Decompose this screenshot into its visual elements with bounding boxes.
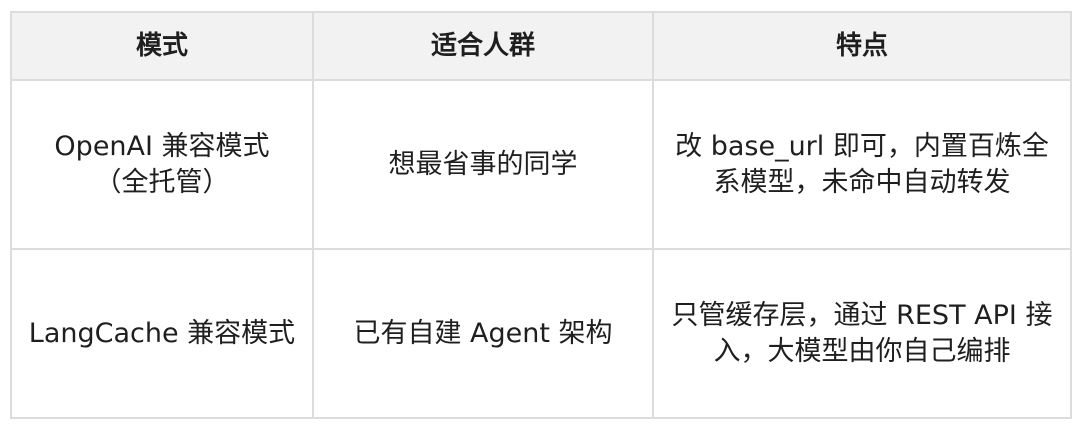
table-header-row: 模式 适合人群 特点: [10, 11, 1072, 81]
cell-mode-line: OpenAI 兼容模式: [54, 130, 270, 162]
cell-mode: OpenAI 兼容模式 （全托管）: [10, 79, 314, 250]
comparison-table: 模式 适合人群 特点 OpenAI 兼容模式 （全托管） 想最省事的同学 改 b…: [10, 11, 1072, 419]
cell-audience: 想最省事的同学: [312, 79, 654, 250]
header-audience: 适合人群: [312, 11, 654, 81]
header-mode: 模式: [10, 11, 314, 81]
cell-features-line: 系模型，未命中自动转发: [713, 166, 1011, 198]
cell-mode-line: （全托管）: [94, 166, 230, 198]
cell-features-line: 改 base_url 即可，内置百炼全: [675, 130, 1049, 162]
cell-audience-text: 已有自建 Agent 架构: [353, 317, 613, 349]
table-row: LangCache 兼容模式 已有自建 Agent 架构 只管缓存层，通过 RE…: [10, 248, 1072, 419]
cell-features-line: 只管缓存层，通过 REST API 接: [671, 299, 1053, 331]
cell-features: 改 base_url 即可，内置百炼全 系模型，未命中自动转发: [652, 79, 1072, 250]
cell-features: 只管缓存层，通过 REST API 接 入，大模型由你自己编排: [652, 248, 1072, 419]
cell-mode-line: LangCache 兼容模式: [28, 317, 296, 349]
cell-audience-text: 想最省事的同学: [388, 148, 578, 180]
cell-mode: LangCache 兼容模式: [10, 248, 314, 419]
comparison-table-container: 模式 适合人群 特点 OpenAI 兼容模式 （全托管） 想最省事的同学 改 b…: [10, 11, 1072, 419]
header-features: 特点: [652, 11, 1072, 81]
table-row: OpenAI 兼容模式 （全托管） 想最省事的同学 改 base_url 即可，…: [10, 79, 1072, 250]
cell-features-line: 入，大模型由你自己编排: [713, 335, 1011, 367]
cell-audience: 已有自建 Agent 架构: [312, 248, 654, 419]
